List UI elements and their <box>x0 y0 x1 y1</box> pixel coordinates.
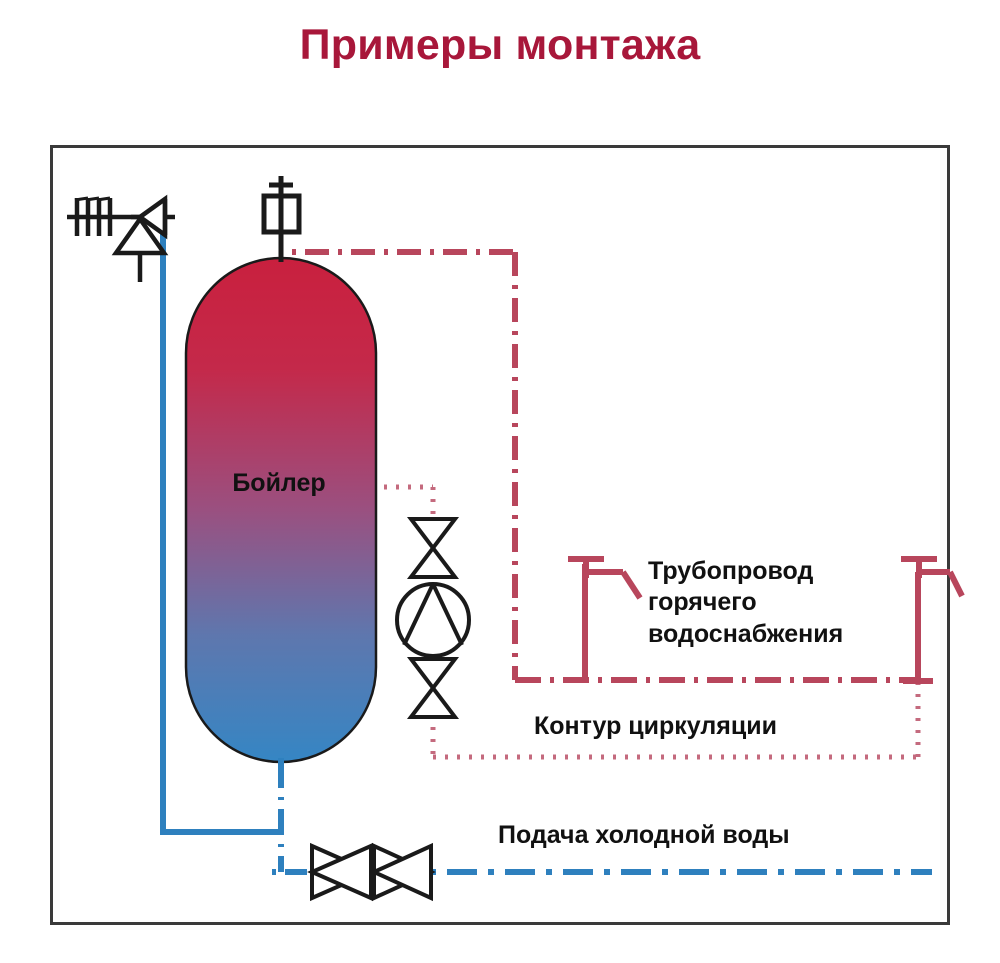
label-circulation-loop: Контур циркуляции <box>534 712 777 740</box>
label-cold-water-supply: Подача холодной воды <box>498 821 790 849</box>
label-hot-water-pipeline: Трубопровод горячего водоснабжения <box>648 557 844 648</box>
safety-relief-valve <box>67 194 175 282</box>
faucet-right[interactable] <box>901 556 965 684</box>
circulation-return-line <box>372 484 921 760</box>
faucet-left[interactable] <box>568 556 643 683</box>
air-vent-expansion-box <box>261 176 302 262</box>
boiler-tank <box>184 236 378 775</box>
safety-valve-drain-line <box>160 217 281 835</box>
gate-valve-cold-1[interactable] <box>307 842 376 902</box>
circulation-pump[interactable] <box>395 582 471 658</box>
label-boiler: Бойлер <box>232 469 326 497</box>
gate-valve-cold-2[interactable] <box>369 842 436 902</box>
page-title: Примеры монтажа <box>299 21 701 69</box>
gate-valve-lower[interactable] <box>406 657 460 719</box>
gate-valve-upper[interactable] <box>406 517 460 579</box>
